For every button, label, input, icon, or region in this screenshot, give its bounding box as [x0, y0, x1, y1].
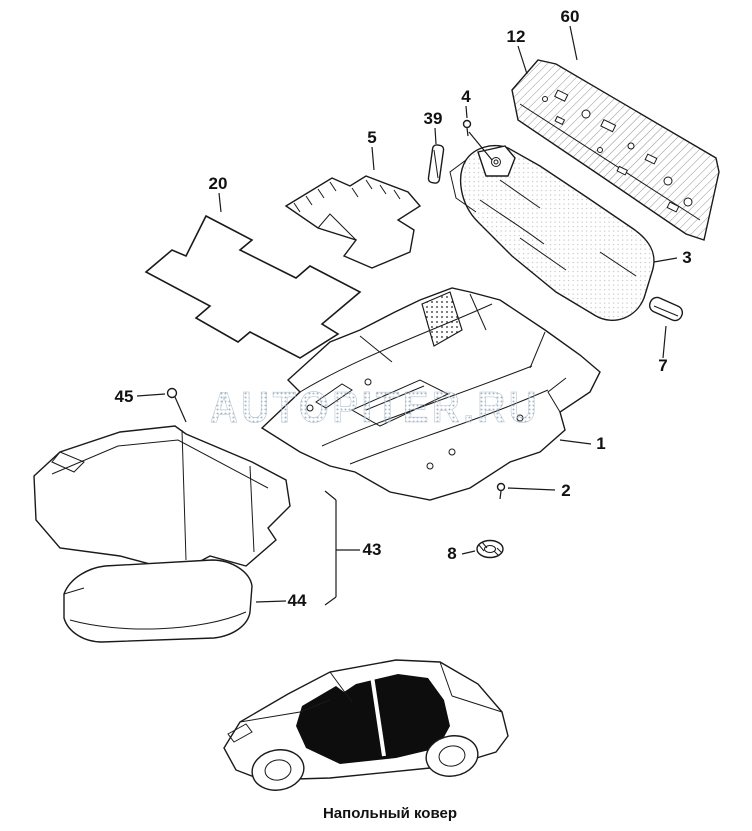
- carpet-crossmember: [350, 379, 450, 427]
- dash-panel-hatch: [512, 60, 719, 240]
- carpet-right-fold: [547, 377, 567, 413]
- callout-3: 3: [682, 248, 691, 267]
- carpet-contour: [349, 389, 549, 465]
- mat5-hatching: [293, 179, 401, 213]
- car-hood-line: [239, 699, 331, 723]
- callout-45: 45: [115, 387, 134, 406]
- pad-outline: [648, 296, 684, 322]
- bracket-hole-inner: [493, 159, 499, 165]
- figure-caption: Напольный ковер: [323, 805, 457, 822]
- part-dash-panel: [511, 59, 720, 241]
- fastener-head: [166, 387, 178, 399]
- trunk-side-seam2: [249, 465, 255, 553]
- dash-insulator-texture: [460, 145, 654, 321]
- callout-5: 5: [367, 128, 376, 147]
- grommet-inner: [484, 545, 496, 553]
- dash-insulator-seam: [479, 199, 545, 245]
- callout-12: 12: [507, 27, 526, 46]
- dash-panel-holes: [542, 89, 693, 213]
- trunk-side-outline: [33, 425, 291, 573]
- callout-1: 1: [596, 434, 605, 453]
- part-strip: [427, 144, 445, 184]
- screw-head: [496, 482, 506, 492]
- carpet-box: [315, 383, 353, 409]
- grommet-outer: [476, 539, 504, 559]
- car-windshield-line: [329, 671, 353, 703]
- dash-panel-edge: [519, 103, 701, 221]
- dash-insulator-seam: [499, 179, 541, 209]
- trunk-side-notch: [51, 451, 85, 473]
- fastener-leader: [174, 396, 187, 423]
- part-grommet: [476, 539, 504, 559]
- callout-39: 39: [424, 109, 443, 128]
- bracket-hole: [491, 157, 501, 167]
- dash-insulator-flap: [449, 159, 477, 213]
- car-b-pillar: [370, 675, 386, 757]
- car-headlight: [227, 723, 253, 743]
- part-pad: [648, 296, 684, 322]
- mat5-fold: [317, 213, 357, 241]
- carpet-seam: [359, 335, 393, 363]
- part-bolt: [462, 119, 493, 161]
- part-trunk-mat: [63, 559, 253, 643]
- strip-seam: [433, 149, 439, 179]
- callout-20: 20: [209, 174, 228, 193]
- carpet-seam: [529, 331, 546, 369]
- floor-carpet-outline: [260, 287, 601, 501]
- watermark-text: AUTOPITER.RU: [210, 383, 540, 432]
- part-mat-5: [284, 175, 422, 269]
- car-rear-wheel: [425, 735, 479, 777]
- part-trunk-side-carpet: [33, 425, 291, 573]
- carpet-textured-patch: [421, 291, 463, 347]
- callout-4: 4: [461, 87, 471, 106]
- callout-2: 2: [561, 481, 570, 500]
- car-floor-carpet-fill: [296, 674, 450, 764]
- leader-lines: [136, 25, 678, 606]
- trunk-side-seam: [181, 429, 187, 561]
- callout-44: 44: [288, 591, 307, 610]
- bolt-leader: [468, 131, 493, 161]
- part-screw: [496, 482, 506, 500]
- part-floor-carpet: [260, 287, 601, 501]
- trunk-side-contour: [51, 439, 269, 489]
- car-front-wheel: [251, 749, 305, 791]
- bolt-head: [462, 119, 472, 129]
- dash-insulator-seam: [599, 251, 637, 277]
- car-silhouette: [223, 659, 509, 791]
- carpet-crossmember-line: [365, 385, 425, 411]
- trunk-mat-step: [63, 587, 85, 595]
- pad-seam: [653, 305, 679, 317]
- mat20-outline: [144, 214, 362, 359]
- carpet-seam: [469, 293, 487, 331]
- part-mat-20: [144, 214, 362, 359]
- callout-60: 60: [561, 7, 580, 26]
- grommet-hatch: [478, 541, 503, 557]
- carpet-holes: [306, 378, 524, 470]
- trunk-mat-outline: [63, 559, 253, 643]
- callout-8: 8: [447, 544, 456, 563]
- bolt-shaft: [466, 127, 469, 137]
- mat5-outline: [284, 175, 422, 269]
- car-trunk-line: [451, 695, 503, 713]
- callout-7: 7: [658, 356, 667, 375]
- carpet-contour: [299, 303, 493, 393]
- callout-43: 43: [363, 540, 382, 559]
- part-fastener: [166, 387, 187, 423]
- screw-shaft: [499, 490, 502, 500]
- trunk-mat-fold: [69, 611, 247, 630]
- car-rear-pillar-line: [439, 661, 453, 697]
- dash-insulator-seam: [519, 237, 567, 271]
